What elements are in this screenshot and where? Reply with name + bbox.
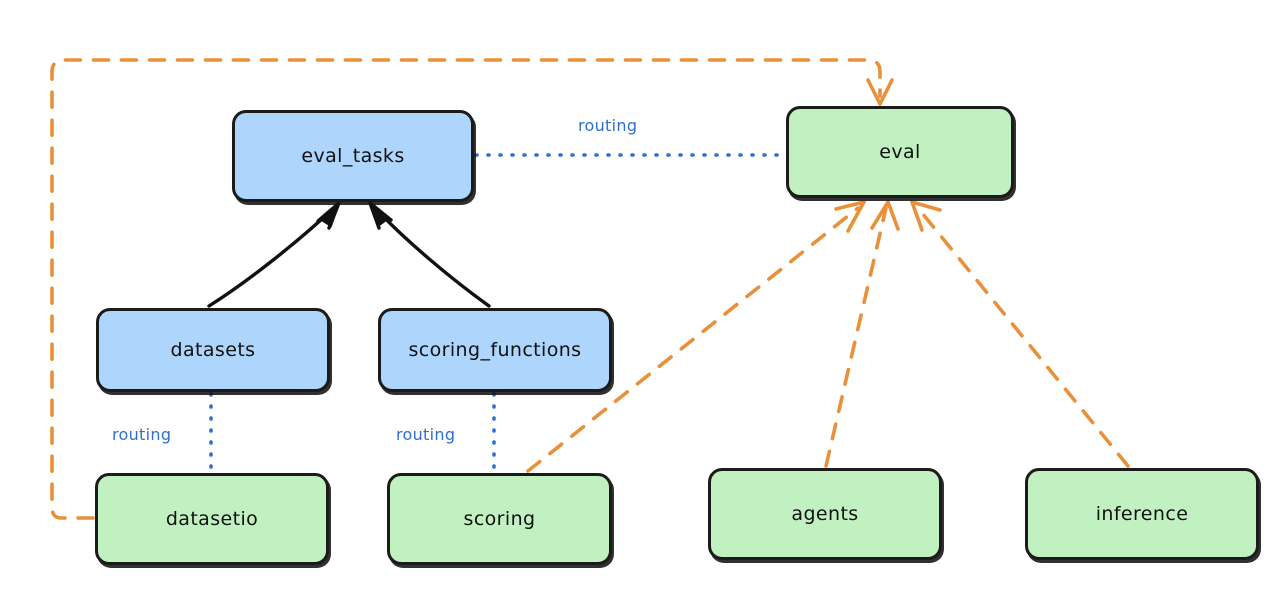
node-scoring-functions[interactable]: scoring_functions xyxy=(378,308,612,392)
node-agents[interactable]: agents xyxy=(708,468,942,560)
node-agents-label: agents xyxy=(791,502,859,525)
node-scoring[interactable]: scoring xyxy=(387,473,612,565)
node-inference-label: inference xyxy=(1095,502,1189,525)
node-datasetio-label: datasetio xyxy=(165,507,259,530)
node-datasets[interactable]: datasets xyxy=(96,308,330,392)
node-eval-tasks[interactable]: eval_tasks xyxy=(232,110,474,202)
node-eval[interactable]: eval xyxy=(786,106,1014,198)
node-inference[interactable]: inference xyxy=(1025,468,1259,560)
edge-label-routing-datasets-datasetio: routing xyxy=(112,425,172,444)
node-scoring-label: scoring xyxy=(463,507,536,530)
edge-label-routing-eval-tasks-eval: routing xyxy=(578,116,638,135)
node-eval-tasks-label: eval_tasks xyxy=(301,144,405,167)
node-scoring-functions-label: scoring_functions xyxy=(408,338,582,361)
node-eval-label: eval xyxy=(879,140,921,163)
node-datasets-label: datasets xyxy=(170,338,256,361)
edge-datasets-to-eval-tasks xyxy=(207,199,342,308)
edge-scoring-functions-to-eval-tasks xyxy=(367,200,491,308)
node-datasetio[interactable]: datasetio xyxy=(95,473,329,565)
edge-inference-to-eval xyxy=(910,200,1130,468)
edge-label-routing-scoring-functions-scoring: routing xyxy=(396,425,456,444)
edge-agents-to-eval xyxy=(824,200,900,468)
